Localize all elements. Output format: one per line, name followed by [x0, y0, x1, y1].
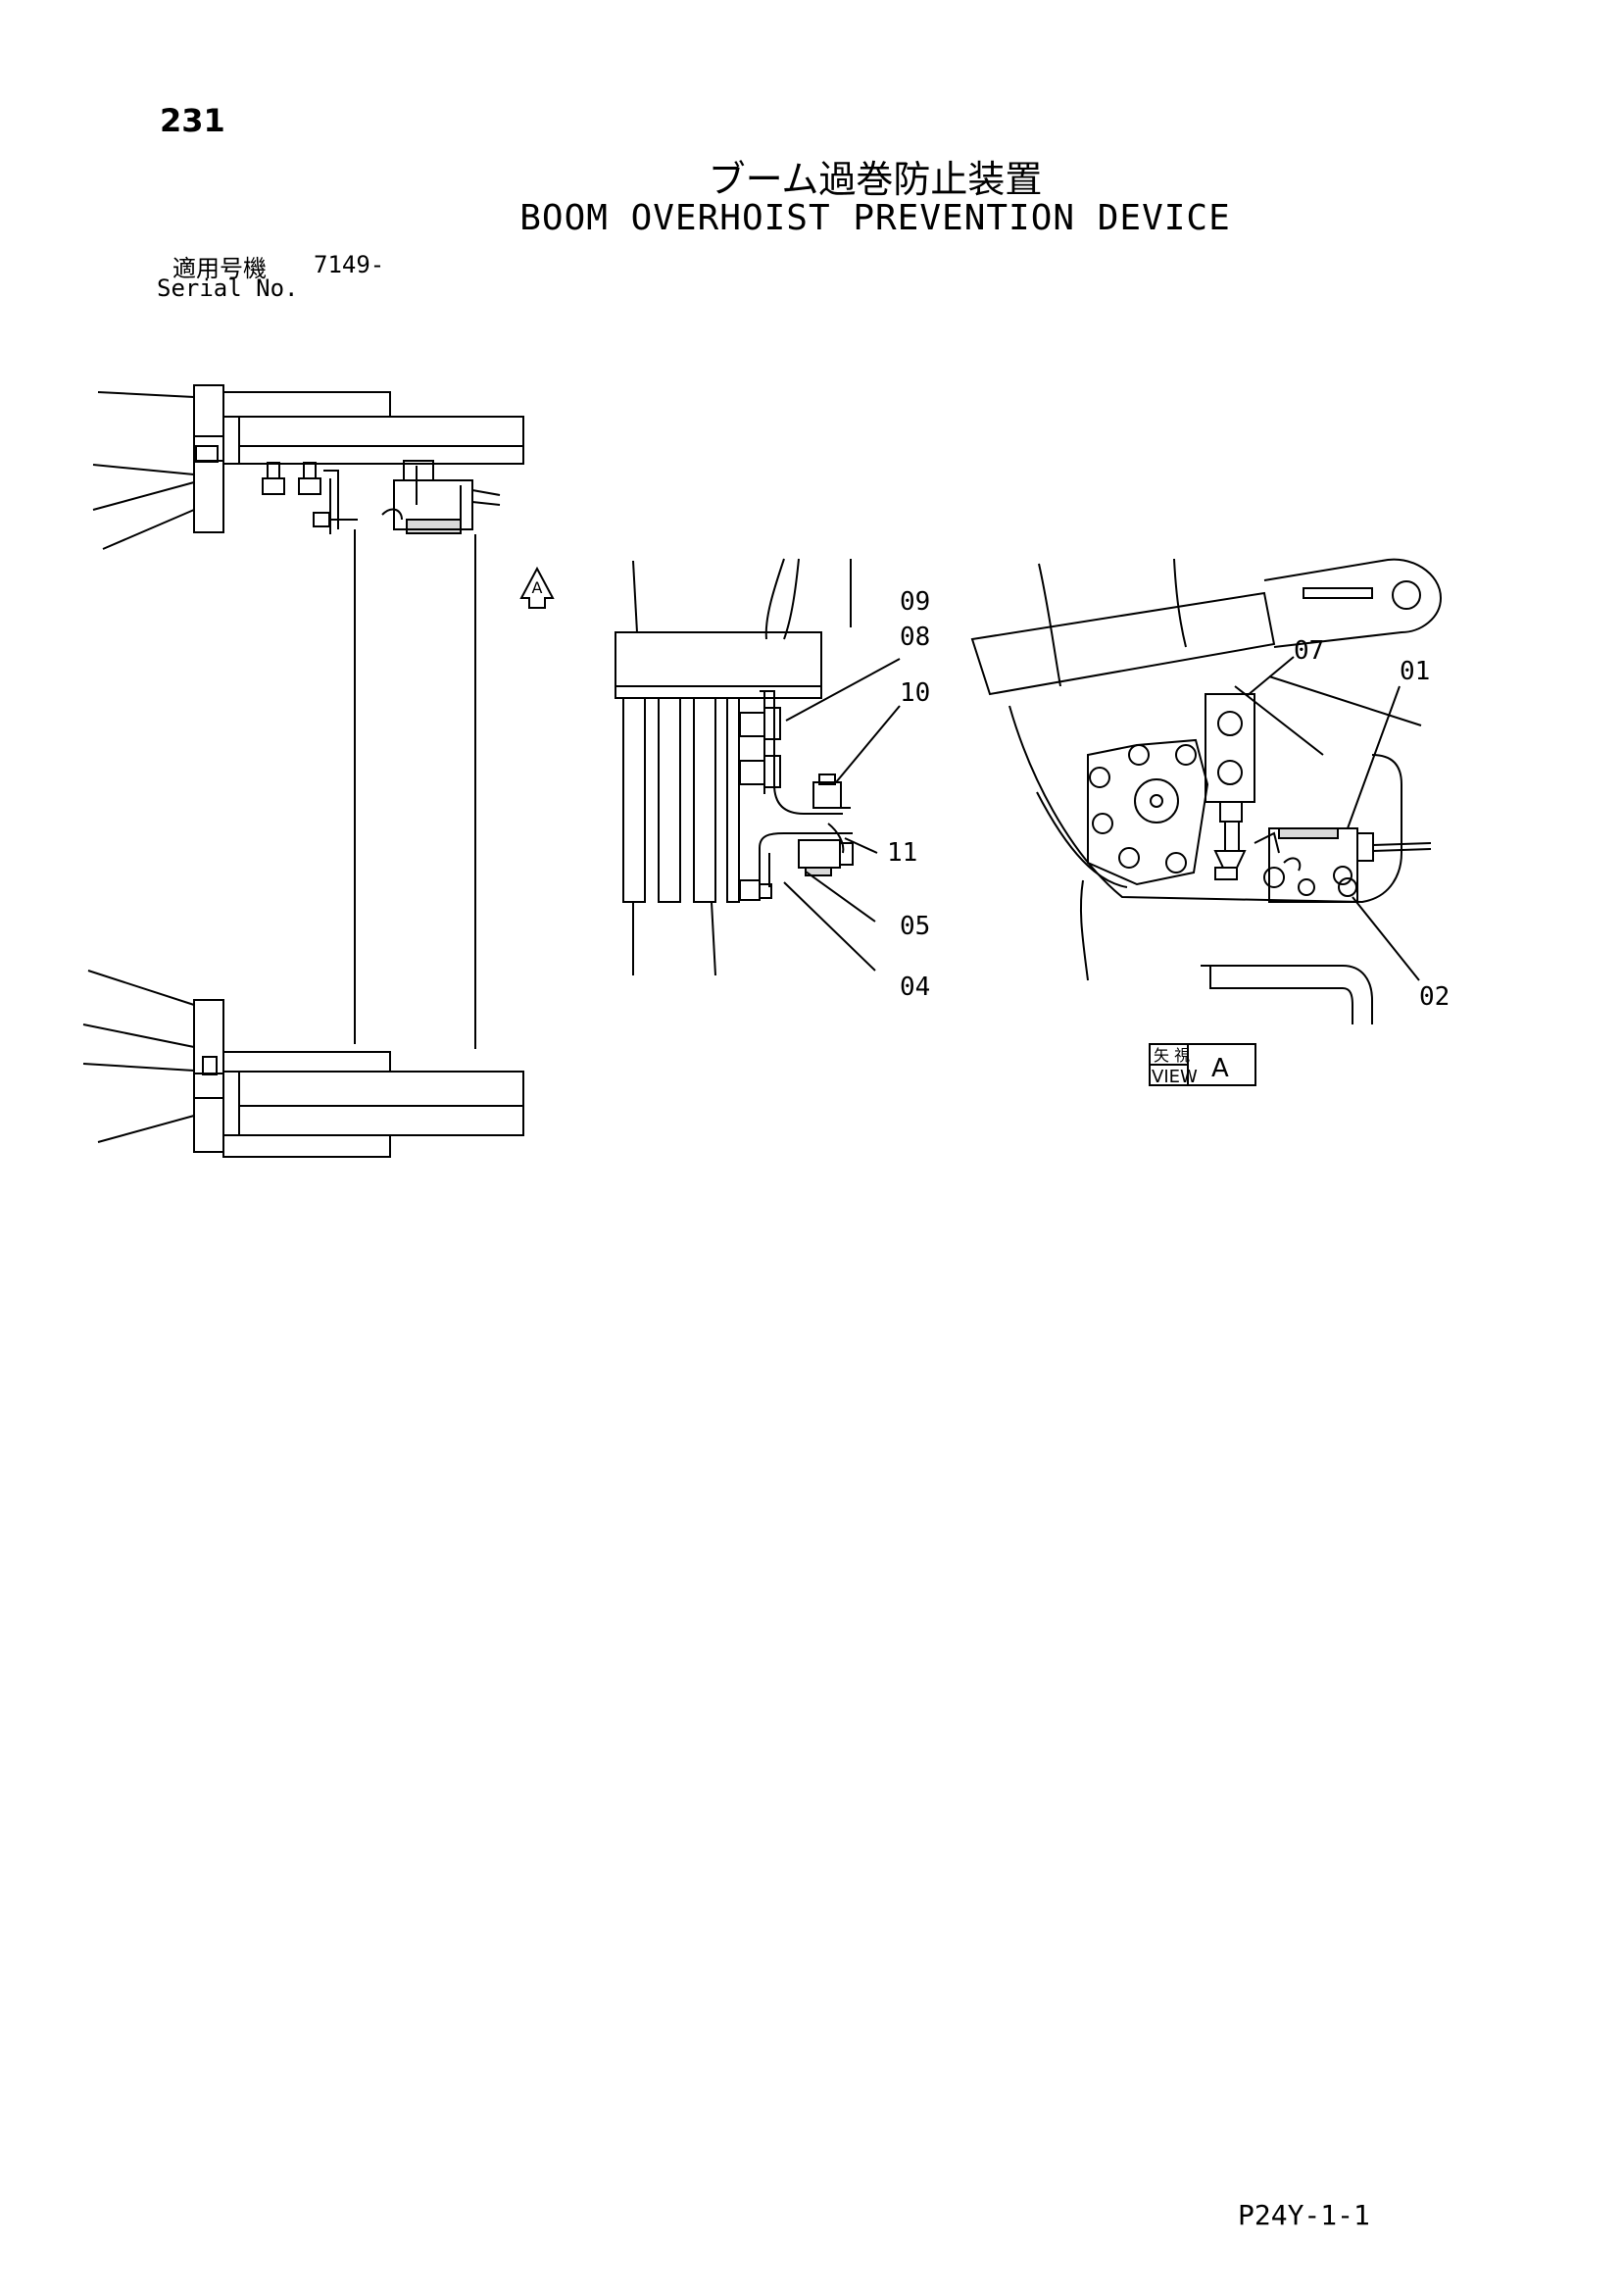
view-a-label-box	[1149, 1043, 1256, 1086]
title-english: BOOM OVERHOIST PREVENTION DEVICE	[519, 198, 1231, 238]
view-arrow-letter: A	[532, 578, 543, 597]
view-box-letter: A	[1211, 1054, 1229, 1083]
callout-09: 09	[900, 587, 930, 617]
callout-08: 08	[900, 623, 930, 652]
serial-label-english: Serial No.	[157, 275, 299, 302]
view-box-japanese: 矢 視	[1154, 1046, 1190, 1065]
callout-01: 01	[1400, 657, 1430, 686]
center-detail-view	[615, 558, 901, 976]
right-view-a-detail	[970, 558, 1443, 1024]
title-japanese: ブーム過巻防止装置	[708, 158, 1043, 201]
view-arrow-marker	[519, 566, 555, 609]
page-number: 231	[160, 102, 225, 139]
left-side-view	[82, 384, 524, 1158]
footer-page-code: P24Y-1-1	[1238, 2199, 1370, 2231]
serial-label-japanese: 適用号機	[172, 255, 267, 282]
callout-04: 04	[900, 973, 930, 1002]
callout-10: 10	[900, 678, 930, 708]
callout-11: 11	[887, 838, 917, 868]
serial-number-value: 7149-	[314, 251, 385, 278]
view-box-word: VIEW	[1152, 1067, 1198, 1087]
callout-02: 02	[1419, 982, 1450, 1012]
callout-05: 05	[900, 912, 930, 941]
callout-07: 07	[1294, 636, 1324, 666]
